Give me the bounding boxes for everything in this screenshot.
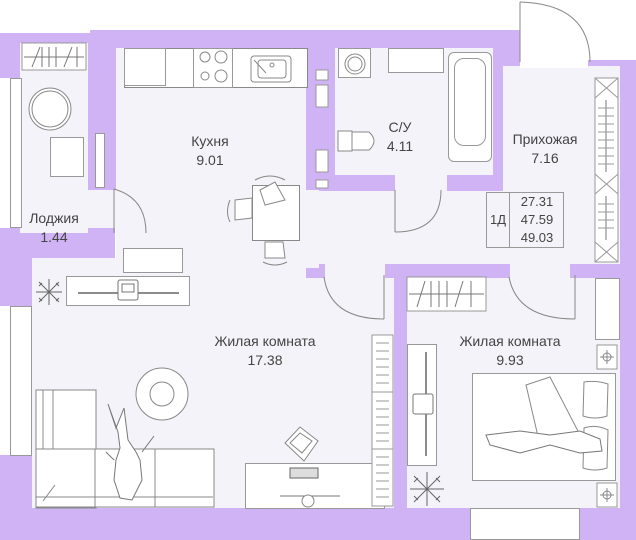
person-on-bed-icon — [485, 376, 603, 454]
laptop-icon — [280, 467, 340, 508]
hallway-wardrobe-icon — [594, 77, 619, 263]
chairs-icon — [227, 175, 288, 266]
kitchen-radiator-icon — [315, 69, 329, 189]
bedroom-tv-icon — [412, 352, 434, 456]
area-summary — [486, 192, 564, 248]
room-area: 1.44 — [40, 229, 68, 245]
room-area: 17.38 — [247, 352, 283, 368]
wall-living-left-top — [0, 256, 32, 306]
room-name: С/У — [388, 119, 412, 135]
living-area: 27.31 — [520, 194, 554, 209]
room-name: Лоджия — [29, 210, 79, 226]
loggia-round-table-icon — [28, 87, 72, 131]
window-kitchen-loggia — [95, 133, 105, 188]
window-living-small-bottom — [470, 508, 580, 540]
bathtub — [448, 52, 492, 162]
wall-top-main — [90, 30, 500, 48]
doorway-living-small — [510, 264, 570, 278]
bedroom-plant-icon — [410, 472, 444, 506]
door-loggia-icon — [113, 188, 147, 234]
loggia-drying-rack-icon — [21, 42, 87, 71]
bathroom-sink — [388, 48, 444, 73]
room-label-loggia: Лоджия 1.44 — [20, 209, 88, 247]
wall-left-upper — [0, 33, 20, 78]
round-rug-icon — [135, 367, 189, 421]
desk-chair-icon — [284, 426, 319, 462]
kitchen-shelf — [123, 248, 183, 273]
bedside-lamp-top-icon — [596, 344, 618, 370]
doorway-living-large — [325, 264, 385, 278]
washing-machine — [338, 48, 371, 78]
door-living-large-icon — [323, 275, 385, 320]
kitchen-fridge — [124, 48, 166, 86]
room-label-hallway: Прихожая 7.16 — [500, 130, 590, 168]
doorway-entrance — [520, 30, 588, 68]
door-living-small-icon — [508, 275, 576, 320]
sink-icon — [250, 55, 292, 83]
room-area: 4.11 — [386, 138, 414, 154]
area-summary-divider — [509, 192, 510, 248]
room-name: Кухня — [191, 133, 229, 149]
room-name: Жилая комната — [214, 333, 316, 349]
plant-icon — [36, 279, 62, 305]
loggia-armchair — [50, 137, 84, 177]
tv-icon — [78, 279, 179, 301]
room-area: 7.16 — [531, 150, 559, 166]
bedroom-rack-icon — [406, 276, 487, 312]
window-living-left — [10, 306, 32, 456]
stove-burners-icon — [199, 50, 228, 83]
bathtub-inner — [454, 58, 486, 146]
wall-right — [620, 60, 636, 540]
room-label-kitchen: Кухня 9.01 — [170, 132, 250, 170]
doorway-loggia — [88, 190, 116, 228]
total-area-with-loggia: 49.03 — [520, 230, 554, 245]
doorway-bath — [395, 175, 447, 191]
room-name: Жилая комната — [459, 333, 561, 349]
door-entrance-icon — [519, 1, 591, 63]
room-label-living-large: Жилая комната 17.38 — [195, 332, 335, 370]
room-label-bathroom: С/У 4.11 — [370, 118, 430, 156]
person-on-sofa-icon — [105, 403, 155, 501]
room-label-living-small: Жилая комната 9.93 — [440, 332, 580, 370]
bedside-lamp-bottom-icon — [596, 482, 618, 508]
door-bathroom-icon — [394, 189, 442, 233]
living-wardrobe-icon — [371, 334, 394, 507]
wall-bath-right-2 — [493, 48, 503, 191]
apartment-type: 1Д — [489, 212, 507, 227]
doorway-kitchen-hall — [306, 190, 319, 268]
bedroom-shelf — [595, 278, 620, 340]
washing-machine-drum-icon — [344, 53, 366, 75]
wall-divider-2 — [394, 264, 407, 514]
kitchen-stove — [193, 48, 233, 88]
window-loggia-left — [10, 78, 22, 228]
room-area: 9.01 — [196, 152, 224, 168]
toilet-icon — [337, 130, 375, 152]
room-area: 9.93 — [496, 352, 524, 368]
wall-loggia-bottom — [0, 228, 115, 258]
total-area: 47.59 — [520, 212, 554, 227]
room-name: Прихожая — [512, 131, 578, 147]
